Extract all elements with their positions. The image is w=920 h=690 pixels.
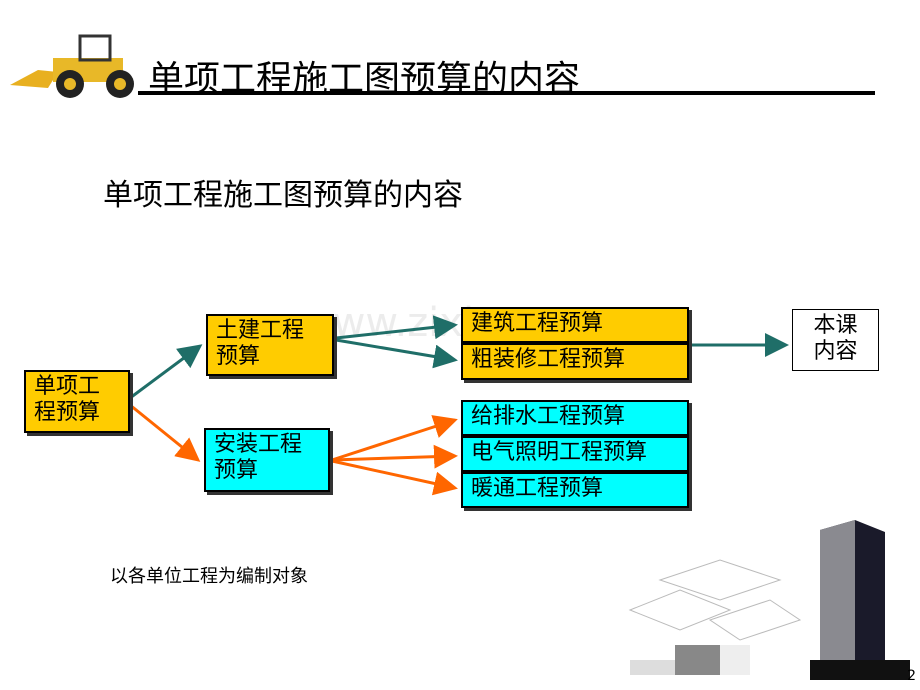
- target-box: 本课内容: [792, 309, 879, 371]
- install-box: 安装工程预算: [204, 428, 330, 492]
- install-child-box: 给排水工程预算: [461, 400, 689, 436]
- building-image: [628, 520, 910, 680]
- arrow-install-1: [331, 415, 458, 462]
- arrow-civil-2: [335, 338, 458, 369]
- note-text: 以各单位工程为编制对象: [110, 566, 308, 587]
- civil-box: 土建工程预算: [206, 314, 334, 376]
- root-box: 单项工程预算: [24, 370, 130, 433]
- arrow-install-2: [331, 444, 458, 469]
- wheel-loader-image: [10, 34, 134, 98]
- install-child-box: 暖通工程预算: [461, 472, 689, 508]
- civil-child-box: 粗装修工程预算: [461, 343, 689, 380]
- install-child-box: 电气照明工程预算: [461, 436, 689, 472]
- title-underline: [138, 91, 875, 95]
- arrow-root-civil: [129, 344, 203, 400]
- arrow-civil-1: [335, 315, 458, 340]
- arrow-root-install: [129, 403, 201, 462]
- civil-child-box: 建筑工程预算: [461, 307, 689, 343]
- arrow-install-3: [331, 459, 458, 496]
- page-number: 2: [907, 668, 916, 684]
- subtitle: 单项工程施工图预算的内容: [103, 178, 463, 213]
